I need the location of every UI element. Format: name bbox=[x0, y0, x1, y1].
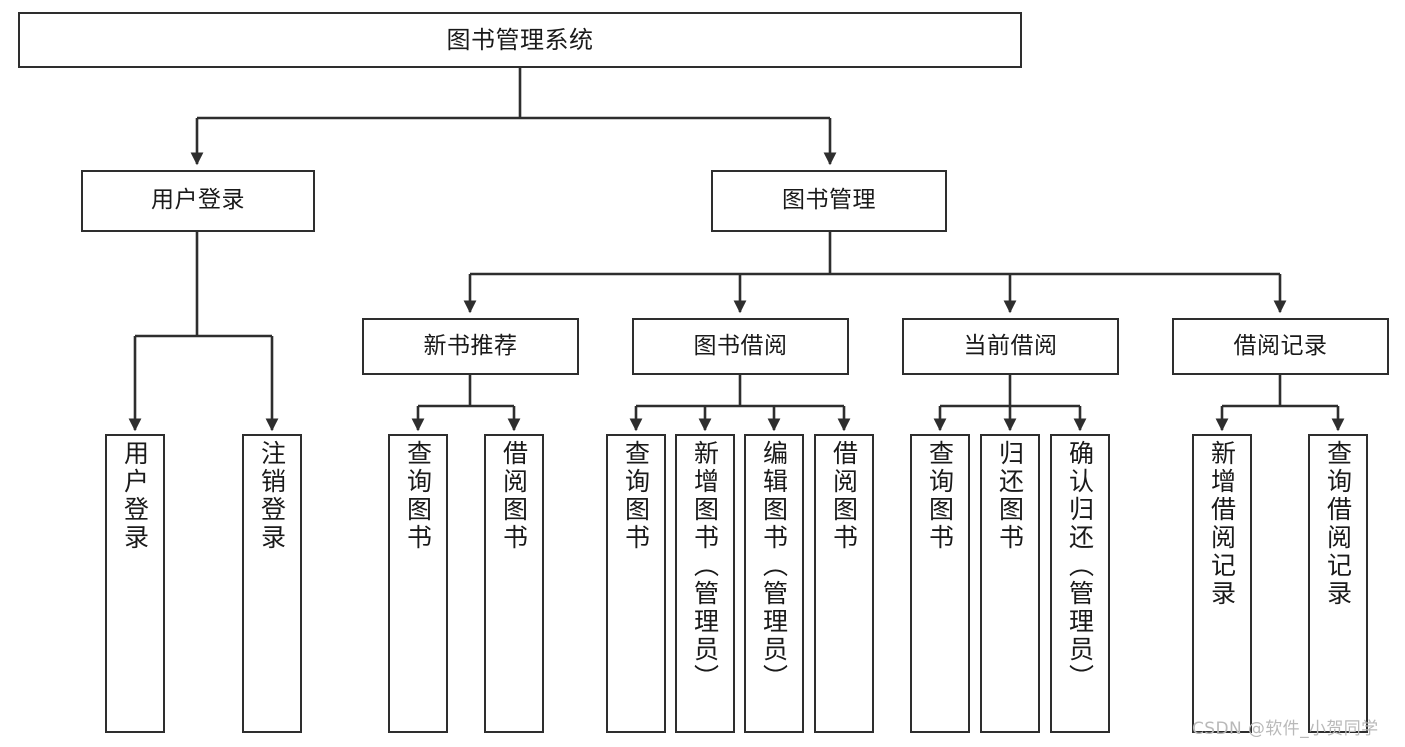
node-book-borrowing[interactable]: 图书借阅 bbox=[632, 318, 849, 375]
node-label: 新书推荐 bbox=[423, 332, 518, 359]
node-current-borrowing[interactable]: 当前借阅 bbox=[902, 318, 1119, 375]
node-label: 查询借阅记录 bbox=[1323, 440, 1353, 608]
node-label: 查询图书 bbox=[403, 440, 433, 552]
leaf-query-borrow-record[interactable]: 查询借阅记录 bbox=[1308, 434, 1368, 733]
node-new-book-recommendation[interactable]: 新书推荐 bbox=[362, 318, 579, 375]
node-label: 编辑图书（管理员） bbox=[759, 440, 789, 692]
leaf-logout[interactable]: 注销登录 bbox=[242, 434, 302, 733]
leaf-add-book-admin[interactable]: 新增图书（管理员） bbox=[675, 434, 735, 733]
node-label: 查询图书 bbox=[925, 440, 955, 552]
node-borrow-records[interactable]: 借阅记录 bbox=[1172, 318, 1389, 375]
node-root-book-management-system[interactable]: 图书管理系统 bbox=[18, 12, 1022, 68]
node-label: 图书借阅 bbox=[693, 332, 788, 359]
leaf-borrow-books-newbook[interactable]: 借阅图书 bbox=[484, 434, 544, 733]
node-label: 借阅记录 bbox=[1233, 332, 1328, 359]
node-label: 查询图书 bbox=[621, 440, 651, 552]
node-label: 图书管理系统 bbox=[446, 25, 594, 54]
leaf-return-books[interactable]: 归还图书 bbox=[980, 434, 1040, 733]
leaf-query-books-current[interactable]: 查询图书 bbox=[910, 434, 970, 733]
leaf-borrow-books-borrowing[interactable]: 借阅图书 bbox=[814, 434, 874, 733]
node-label: 归还图书 bbox=[995, 440, 1025, 552]
leaf-user-login[interactable]: 用户登录 bbox=[105, 434, 165, 733]
leaf-add-borrow-record[interactable]: 新增借阅记录 bbox=[1192, 434, 1252, 733]
node-label: 当前借阅 bbox=[963, 332, 1058, 359]
csdn-watermark: CSDN @软件_小贺同学 bbox=[1192, 719, 1379, 739]
leaf-confirm-return-admin[interactable]: 确认归还（管理员） bbox=[1050, 434, 1110, 733]
node-user-login[interactable]: 用户登录 bbox=[81, 170, 315, 232]
node-label: 图书管理 bbox=[782, 187, 876, 214]
node-label: 用户登录 bbox=[120, 440, 150, 552]
leaf-edit-book-admin[interactable]: 编辑图书（管理员） bbox=[744, 434, 804, 733]
node-book-management[interactable]: 图书管理 bbox=[711, 170, 947, 232]
node-label: 新增图书（管理员） bbox=[690, 440, 720, 692]
node-label: 确认归还（管理员） bbox=[1065, 440, 1095, 692]
leaf-query-books-newbook[interactable]: 查询图书 bbox=[388, 434, 448, 733]
node-label: 新增借阅记录 bbox=[1207, 440, 1237, 608]
node-label: 用户登录 bbox=[151, 187, 245, 214]
node-label: 借阅图书 bbox=[499, 440, 529, 552]
node-label: 注销登录 bbox=[257, 440, 287, 552]
leaf-query-books-borrowing[interactable]: 查询图书 bbox=[606, 434, 666, 733]
node-label: 借阅图书 bbox=[829, 440, 859, 552]
